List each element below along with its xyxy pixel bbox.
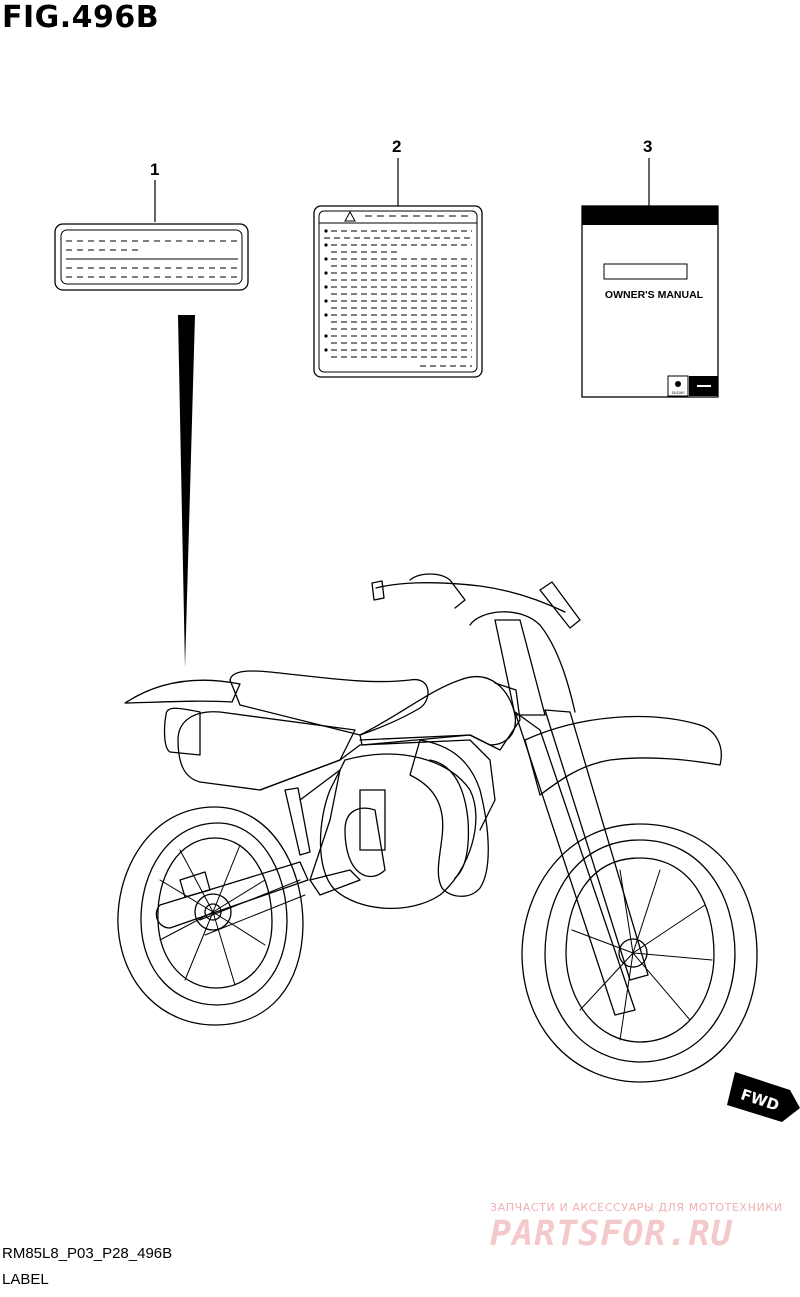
front-wheel <box>521 823 758 1083</box>
handlebar <box>375 582 566 613</box>
owners-manual-book: OWNER'S MANUAL SUZUKI <box>581 205 719 398</box>
diagram-code: RM85L8_P03_P28_496B <box>2 1245 173 1262</box>
front-fender <box>524 715 722 796</box>
callout-1: 1 <box>150 160 160 179</box>
rear-shock <box>284 787 311 856</box>
brake-lever <box>539 581 581 629</box>
side-panel <box>177 711 356 791</box>
fuel-tank <box>359 675 517 746</box>
handlebar-grip <box>371 580 385 601</box>
warning-triangle-icon <box>344 210 356 222</box>
front-fork-left <box>514 711 636 1016</box>
front-number-plate <box>494 619 546 716</box>
fwd-arrow: FWD <box>727 1072 800 1122</box>
diagram-label: LABEL <box>2 1271 49 1288</box>
airbox-cover <box>163 707 201 756</box>
callout-2: 2 <box>392 137 402 156</box>
frame <box>259 739 496 831</box>
figure-title: FIG.496B <box>2 0 160 35</box>
pointer-wedge <box>178 315 195 668</box>
watermark-tagline: ЗАПЧАСТИ И АКСЕССУАРЫ ДЛЯ МОТОТЕХНИКИ <box>490 1201 783 1214</box>
manual-badge-text: SUZUKI <box>672 391 685 395</box>
exhaust-pipe <box>409 739 489 897</box>
suzuki-logo-icon <box>675 381 681 387</box>
label-1-sticker <box>54 223 249 291</box>
motorcycle-outline <box>117 573 758 1083</box>
rear-wheel <box>117 806 304 1026</box>
callout-3: 3 <box>643 137 653 156</box>
seat <box>229 670 429 736</box>
watermark-brand: PARTSFOR.RU <box>490 1214 733 1254</box>
swingarm <box>155 861 309 929</box>
engine <box>319 753 477 910</box>
label-2-warning-sticker <box>313 205 483 378</box>
manual-title-text: OWNER'S MANUAL <box>605 289 704 301</box>
front-fork-right <box>544 709 649 981</box>
rear-fender <box>124 679 241 704</box>
